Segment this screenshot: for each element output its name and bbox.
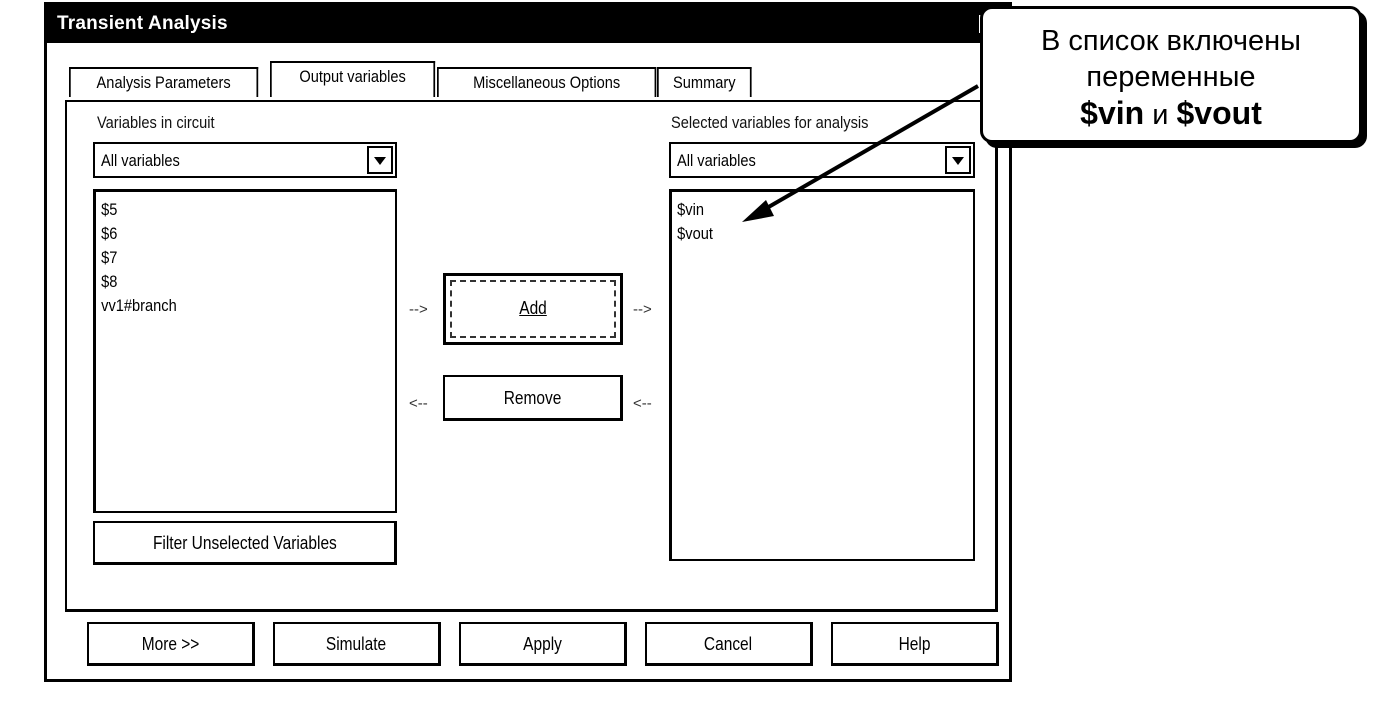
- callout-line-3: $vin и $vout: [983, 95, 1359, 133]
- pointer-line: [758, 84, 980, 214]
- button-label: Add: [519, 298, 547, 318]
- arrow-right-hint: -->: [409, 301, 428, 318]
- transient-analysis-dialog: Transient Analysis × Analysis Parameters…: [44, 2, 1012, 682]
- dialog-title: Transient Analysis: [57, 13, 228, 34]
- circuit-variables-filter-dropdown[interactable]: All variables: [93, 142, 397, 178]
- arrow-right-hint: -->: [633, 301, 652, 318]
- variables-in-circuit-label: Variables in circuit: [97, 113, 215, 132]
- button-label: Cancel: [704, 634, 753, 654]
- focus-rectangle: [450, 280, 616, 338]
- arrowhead-icon: [742, 200, 774, 222]
- dropdown-arrow-button[interactable]: [945, 146, 971, 174]
- chevron-down-icon: [374, 157, 386, 165]
- list-item[interactable]: $vout: [677, 224, 713, 243]
- arrow-left-hint: <--: [409, 395, 428, 412]
- tab-output-variables[interactable]: Output variables: [270, 61, 436, 97]
- cancel-button[interactable]: Cancel: [645, 622, 813, 666]
- simulate-button[interactable]: Simulate: [273, 622, 441, 666]
- list-item[interactable]: $8: [101, 272, 118, 291]
- help-button[interactable]: Help: [831, 622, 999, 666]
- add-button[interactable]: Add: [443, 273, 623, 345]
- button-label: Remove: [503, 388, 562, 408]
- button-label: Help: [898, 634, 931, 654]
- button-label: Filter Unselected Variables: [152, 533, 337, 553]
- list-item[interactable]: $vin: [677, 200, 704, 219]
- callout-line-1: В список включены: [1040, 25, 1302, 57]
- list-item[interactable]: $7: [101, 248, 118, 267]
- tab-analysis-parameters[interactable]: Analysis Parameters: [69, 67, 259, 97]
- button-label: More >>: [141, 634, 200, 654]
- list-item[interactable]: vv1#branch: [101, 296, 177, 315]
- selected-variables-label: Selected variables for analysis: [671, 113, 869, 132]
- selected-variables-list[interactable]: $vin $vout: [669, 189, 975, 561]
- button-label: Simulate: [326, 634, 387, 654]
- circuit-variables-list[interactable]: $5 $6 $7 $8 vv1#branch: [93, 189, 397, 513]
- more-button[interactable]: More >>: [87, 622, 255, 666]
- button-label: Apply: [523, 634, 562, 654]
- callout-line-2: переменные: [1086, 61, 1256, 93]
- output-variables-panel: [65, 100, 998, 612]
- callout-var-vin: $vin: [1080, 95, 1145, 131]
- dropdown-arrow-button[interactable]: [367, 146, 393, 174]
- list-item[interactable]: $6: [101, 224, 118, 243]
- tab-miscellaneous-options[interactable]: Miscellaneous Options: [437, 67, 657, 97]
- remove-button[interactable]: Remove: [443, 375, 623, 421]
- annotation-callout: В список включены переменные $vin и $vou…: [980, 6, 1362, 143]
- chevron-down-icon: [952, 157, 964, 165]
- arrow-left-hint: <--: [633, 395, 652, 412]
- list-item[interactable]: $5: [101, 200, 118, 219]
- filter-unselected-variables-button[interactable]: Filter Unselected Variables: [93, 521, 397, 565]
- callout-var-vout: $vout: [1176, 95, 1262, 131]
- dropdown-value: All variables: [677, 151, 756, 170]
- dropdown-value: All variables: [101, 151, 180, 170]
- tab-summary[interactable]: Summary: [657, 67, 752, 97]
- apply-button[interactable]: Apply: [459, 622, 627, 666]
- callout-conjunction: и: [1152, 99, 1169, 131]
